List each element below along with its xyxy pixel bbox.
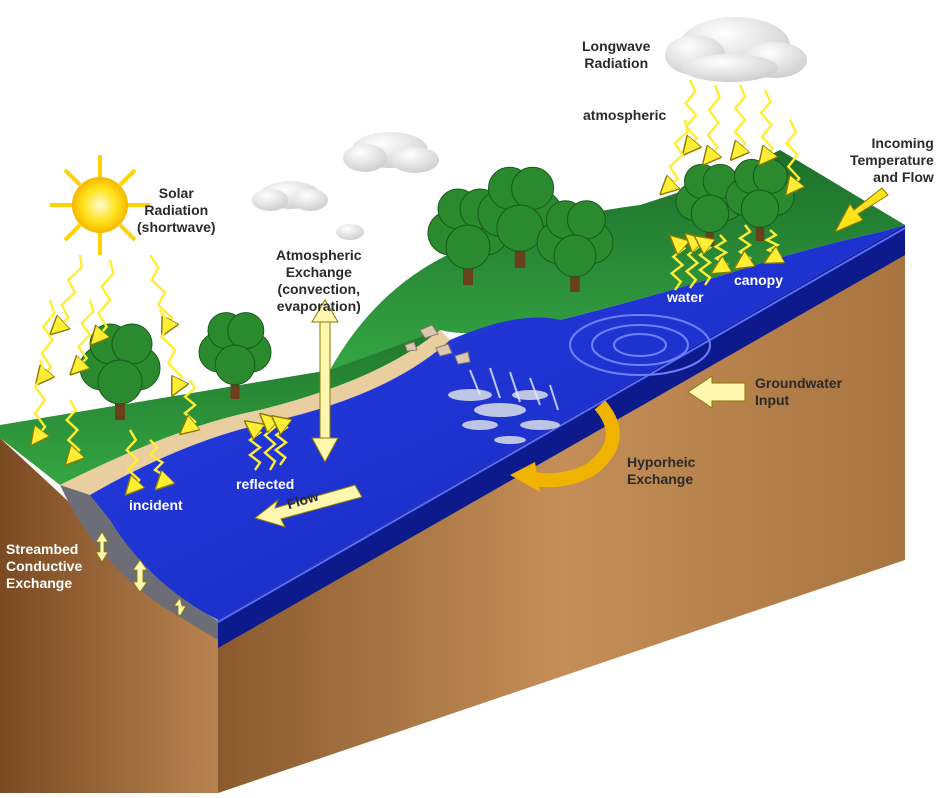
longwave-atmospheric-arrow <box>735 84 745 155</box>
sun-icon <box>50 155 150 255</box>
longwave-emitted-arrow <box>767 229 780 260</box>
water-edge-line <box>217 227 906 623</box>
cloud-icon <box>665 17 807 82</box>
label-longwave-radiation: Longwave Radiation <box>582 38 651 71</box>
label-solar-radiation: Solar Radiation (shortwave) <box>137 185 216 235</box>
longwave-atmospheric-arrow <box>686 79 697 150</box>
river-surface <box>90 225 905 620</box>
soil-front-face <box>218 240 905 793</box>
soil-left-face <box>0 438 218 793</box>
riffle-streaks <box>469 367 559 411</box>
cloud-icon <box>343 132 439 173</box>
label-water: water <box>667 289 704 305</box>
label-hyporheic-exchange: Hyporheic Exchange <box>627 454 696 487</box>
water-front-edge <box>218 225 905 648</box>
tree-icon <box>79 323 161 420</box>
riffle-rapids <box>448 389 560 444</box>
label-canopy: canopy <box>734 272 784 288</box>
solar-shortwave-arrow <box>95 259 115 340</box>
longwave-emitted-arrow <box>716 234 727 270</box>
solar-shortwave-arrow <box>55 254 83 330</box>
longwave-atmospheric-arrow <box>665 119 689 190</box>
left-bank-sand <box>60 330 450 495</box>
solar-shortwave-arrow <box>67 399 80 460</box>
label-groundwater-input: Groundwater Input <box>755 375 843 408</box>
tree-icon <box>198 312 272 399</box>
reflected-arrow <box>276 420 287 466</box>
streambed-conductive-arrows <box>95 531 187 617</box>
groundwater-input-arrow <box>687 375 746 409</box>
solar-shortwave-arrow <box>35 359 45 440</box>
solar-shortwave-arrow <box>158 309 182 390</box>
left-bank-grass <box>0 300 440 485</box>
flow-arrow <box>253 484 363 528</box>
label-reflected: reflected <box>236 476 295 492</box>
cloud-icon <box>252 181 328 211</box>
solar-shortwave-arrow <box>149 254 172 330</box>
longwave-atmospheric-arrow <box>787 119 800 190</box>
label-streambed-conductive-exchange: Streambed Conductive Exchange <box>6 541 83 591</box>
tree-icon <box>536 200 614 292</box>
label-incoming-temperature-flow: Incoming Temperature and Flow <box>850 135 934 185</box>
label-atmospheric: atmospheric <box>583 107 667 123</box>
longwave-emitted-arrow <box>740 224 750 265</box>
solar-shortwave-arrow <box>75 299 95 370</box>
bank-rocks <box>404 324 471 365</box>
label-incident: incident <box>129 497 183 513</box>
hyporheic-exchange-arrow <box>510 400 620 492</box>
solar-shortwave-arrow <box>148 439 168 485</box>
groundwater-swirl <box>569 314 711 376</box>
atmospheric-exchange-arrow <box>311 299 339 464</box>
solar-shortwave-arrow <box>40 299 56 380</box>
solar-shortwave-arrow <box>127 429 140 490</box>
incoming-flow-arrow <box>833 187 889 234</box>
label-atmospheric-exchange: Atmospheric Exchange (convection, evapor… <box>276 247 362 314</box>
cloud-icon <box>336 224 364 240</box>
tree-icon <box>725 158 795 241</box>
longwave-atmospheric-arrow <box>707 84 720 160</box>
longwave-atmospheric-arrow <box>761 89 773 160</box>
solar-shortwave-arrow <box>185 379 195 430</box>
